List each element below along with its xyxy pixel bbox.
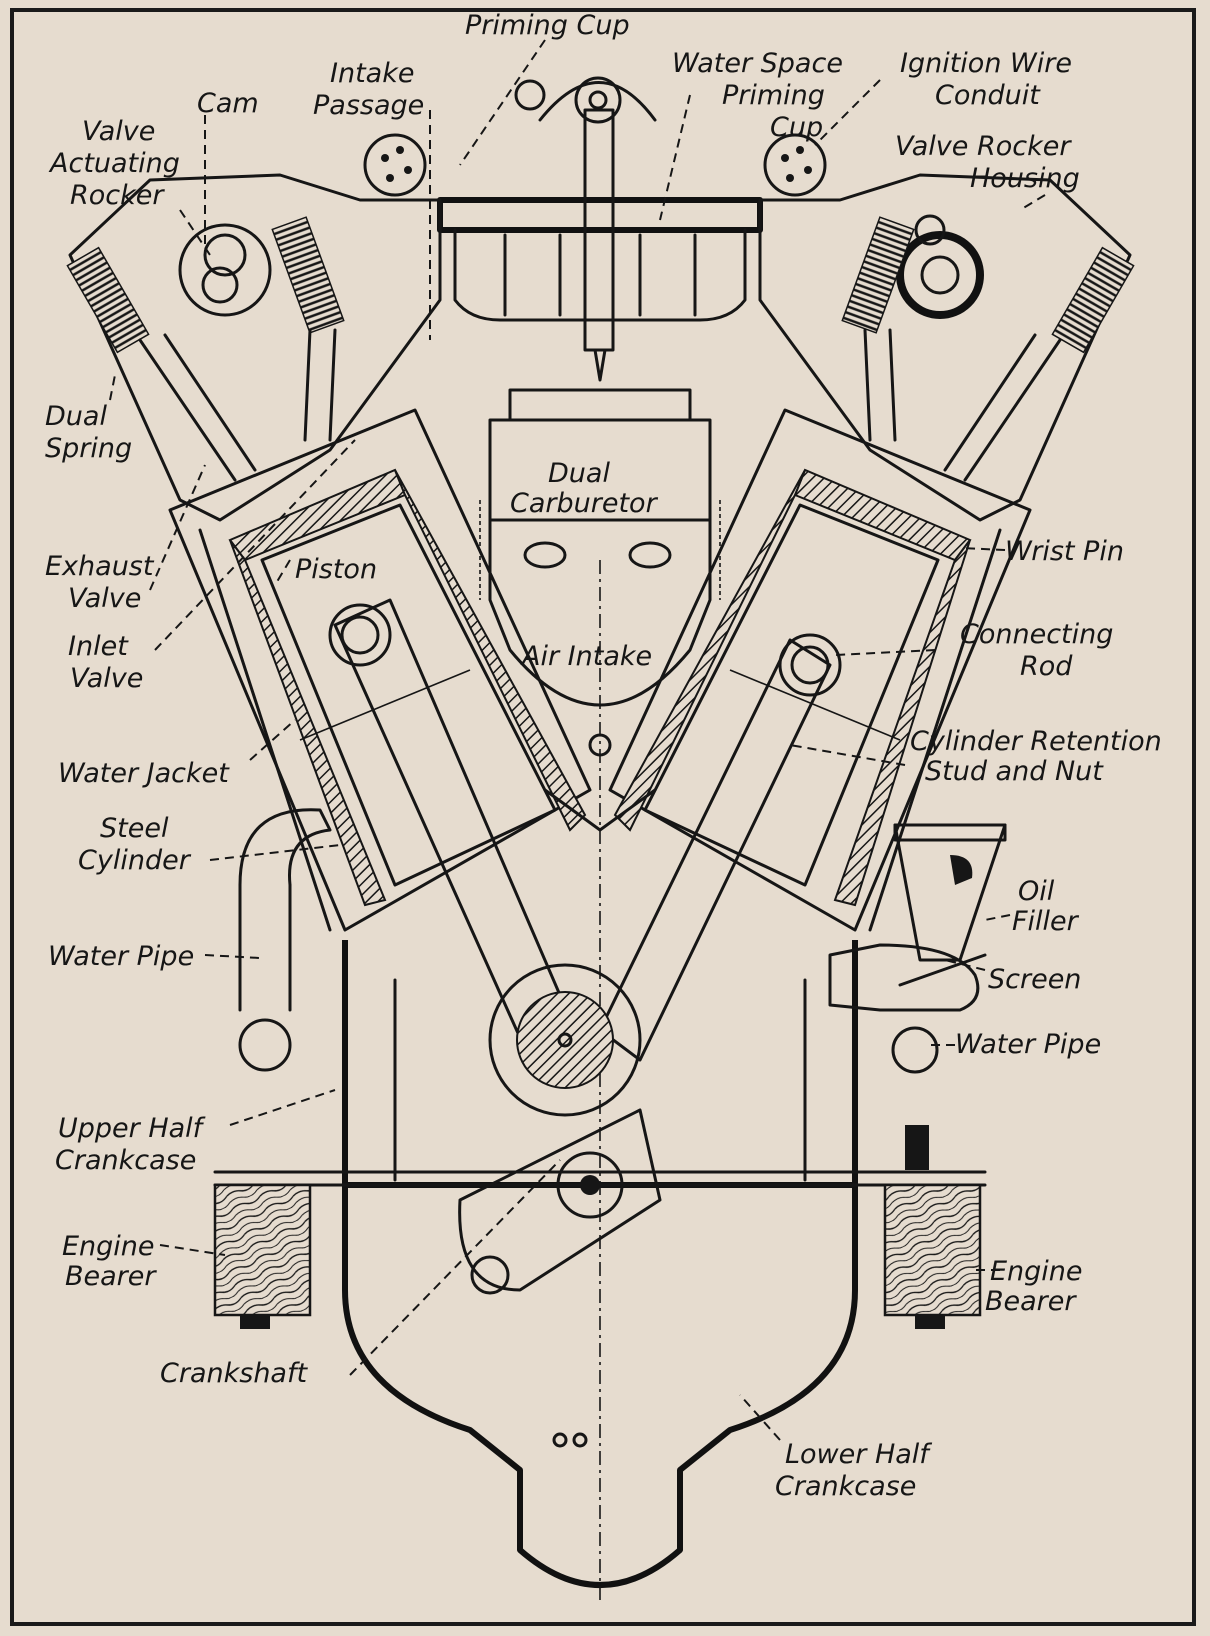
label-engine-bearer-left: Engine Bearer bbox=[62, 1231, 163, 1292]
left-cylinder bbox=[168, 408, 592, 932]
engine-bearers bbox=[213, 1125, 982, 1329]
carburetor-assembly bbox=[479, 388, 721, 832]
label-oil-filler: Oil Filler bbox=[1012, 876, 1080, 937]
label-water-pipe-left: Water Pipe bbox=[48, 941, 194, 972]
label-screen: Screen bbox=[988, 964, 1081, 995]
label-dual-spring: Dual Spring bbox=[45, 401, 132, 464]
ignition-conduits bbox=[363, 133, 827, 197]
label-upper-half-crankcase: Upper Half Crankcase bbox=[55, 1113, 211, 1176]
label-dual-carburetor: Dual Carburetor bbox=[510, 458, 659, 519]
crankshaft-drawing bbox=[458, 963, 662, 1295]
engine-drawing bbox=[66, 76, 1135, 1600]
label-wrist-pin: Wrist Pin bbox=[1005, 536, 1124, 567]
label-exhaust-valve: Exhaust Valve bbox=[45, 551, 162, 614]
label-cylinder-retention: Cylinder Retention Stud and Nut bbox=[910, 726, 1170, 787]
label-air-intake: Air Intake bbox=[520, 641, 652, 672]
label-valve-actuating-rocker: Valve Actuating Rocker bbox=[48, 116, 189, 211]
label-inlet-valve: Inlet Valve bbox=[68, 631, 143, 694]
right-cylinder bbox=[608, 408, 1032, 932]
label-piston: Piston bbox=[295, 554, 377, 585]
crankcase bbox=[213, 560, 987, 1600]
leader-lines bbox=[109, 39, 1046, 1441]
label-lower-half-crankcase: Lower Half Crankcase bbox=[775, 1439, 937, 1502]
label-crankshaft: Crankshaft bbox=[160, 1358, 308, 1389]
top-manifold bbox=[437, 76, 763, 382]
page-border bbox=[10, 8, 1196, 1626]
label-intake-passage: Intake Passage bbox=[313, 58, 424, 121]
label-cam: Cam bbox=[197, 88, 259, 119]
right-cylinder-head bbox=[758, 173, 1135, 522]
label-water-jacket: Water Jacket bbox=[58, 758, 230, 789]
labels: Priming Cup Intake Passage Cam Water Spa… bbox=[45, 10, 1170, 1502]
oil-filler-drawing bbox=[828, 823, 1007, 1012]
label-water-space-priming-cup: Water Space Priming Cup bbox=[672, 48, 852, 143]
label-water-pipe-right: Water Pipe bbox=[955, 1029, 1101, 1060]
water-pipes bbox=[238, 808, 939, 1074]
label-valve-rocker-housing: Valve Rocker Housing bbox=[895, 131, 1080, 194]
label-steel-cylinder: Steel Cylinder bbox=[78, 813, 192, 876]
label-priming-cup: Priming Cup bbox=[465, 10, 630, 41]
label-ignition-wire-conduit: Ignition Wire Conduit bbox=[900, 48, 1081, 111]
left-cylinder-head bbox=[66, 173, 442, 522]
label-engine-bearer-right: Engine Bearer bbox=[985, 1256, 1091, 1317]
label-connecting-rod: Connecting Rod bbox=[960, 619, 1122, 682]
